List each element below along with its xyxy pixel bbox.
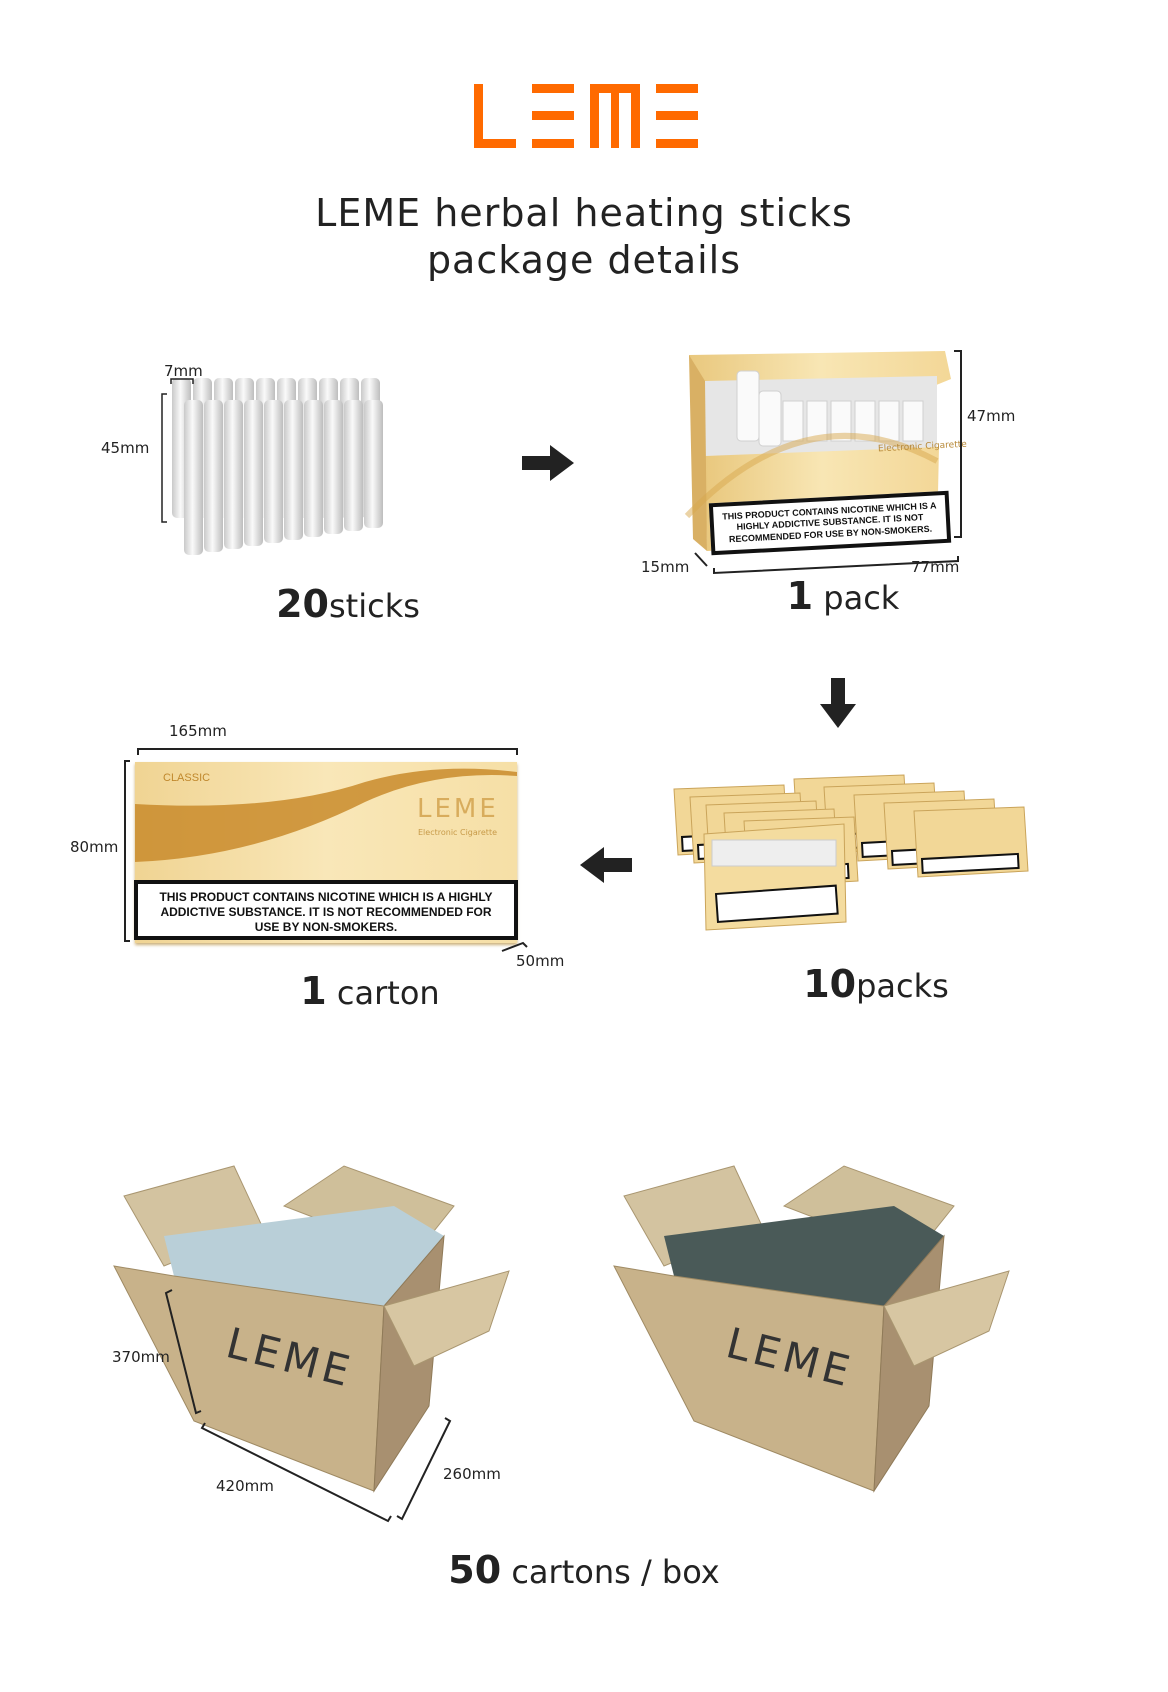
shipping-box-filled-image: LEME: [613, 1165, 1010, 1493]
carton-caption: 1 carton: [300, 969, 439, 1013]
box-width-label: 260mm: [443, 1465, 501, 1483]
carton-unit: carton: [326, 974, 440, 1012]
box-caption: 50 cartons / box: [448, 1548, 719, 1592]
carton-logo: LEME: [417, 794, 499, 824]
carton-count: 1: [300, 969, 327, 1013]
stick: [364, 400, 383, 528]
stick: [204, 400, 223, 552]
page-title-line1: LEME herbal heating sticks: [315, 191, 853, 235]
carton-dimension-lines: [124, 748, 528, 952]
carton-variant: CLASSIC: [163, 772, 211, 784]
arrow-right-icon: [522, 445, 574, 481]
box-length-label: 420mm: [216, 1477, 274, 1495]
front-pack: [703, 823, 847, 931]
sticks-caption: 20sticks: [276, 582, 420, 626]
pack-depth-label: 15mm: [641, 558, 690, 576]
box-flap: [883, 1270, 1010, 1367]
box-contents: [164, 1206, 444, 1306]
pack: [913, 806, 1029, 878]
carton-height-label: 80mm: [70, 838, 119, 856]
box-contents: [664, 1206, 944, 1306]
box-flap: [383, 1270, 510, 1367]
pack-height-label: 47mm: [967, 407, 1016, 425]
packs-unit: packs: [856, 967, 949, 1005]
sticks-image: [172, 378, 383, 555]
pack-unit: pack: [813, 579, 900, 617]
carton-width-label: 165mm: [169, 722, 227, 740]
packs-caption: 10packs: [803, 962, 949, 1006]
shipping-box-open-image: LEME: [113, 1165, 510, 1493]
box-dimension-lines: [164, 1289, 452, 1523]
pack-caption: 1 pack: [787, 574, 900, 618]
stick: [284, 400, 303, 540]
ten-packs-image: [673, 774, 1029, 931]
stick: [304, 400, 323, 537]
stick: [264, 400, 283, 543]
stick: [324, 400, 343, 534]
pack-width-label: 77mm: [911, 558, 960, 576]
arrow-left-icon: [580, 847, 632, 883]
sticks-dimension-lines: [161, 378, 194, 523]
stick: [244, 400, 263, 546]
carton-warning: THIS PRODUCT CONTAINS NICOTINE WHICH IS …: [134, 880, 518, 940]
carton-image: CLASSIC LEME Electronic Cigarette THIS P…: [134, 762, 518, 943]
stick-height-label: 45mm: [101, 439, 150, 457]
sticks-unit: sticks: [328, 587, 420, 625]
page-title-line2: package details: [426, 238, 742, 282]
stick: [224, 400, 243, 549]
stick: [184, 400, 203, 555]
box-unit: cartons / box: [501, 1553, 720, 1591]
arrow-down-icon: [820, 678, 856, 728]
carton-depth-label: 50mm: [516, 952, 565, 970]
stick: [344, 400, 363, 531]
carton-subtitle: Electronic Cigarette: [418, 828, 497, 837]
box-count: 50: [448, 1548, 502, 1592]
pack-count: 1: [786, 574, 814, 618]
box-height-label: 370mm: [112, 1348, 170, 1366]
stick-width-label: 7mm: [164, 362, 203, 380]
leme-logo: [474, 84, 698, 148]
packs-count: 10: [803, 962, 857, 1006]
sticks-count: 20: [276, 582, 329, 626]
pack-dimension-lines: [694, 350, 962, 575]
